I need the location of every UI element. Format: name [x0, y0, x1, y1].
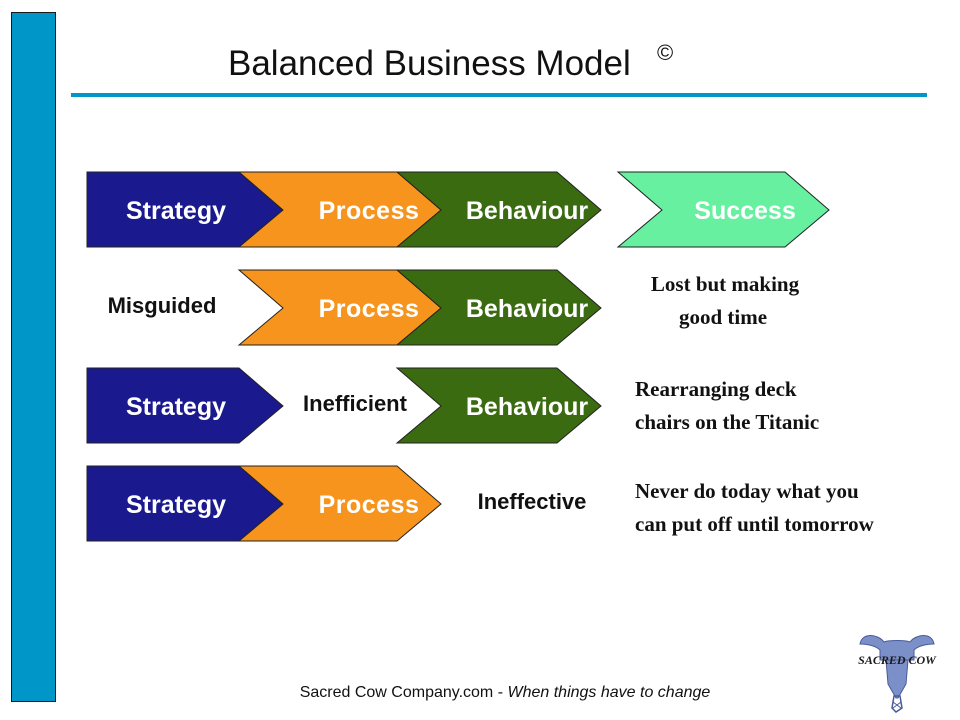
row-ineffective: Strategy Process Ineffective Never do to…: [86, 465, 875, 542]
outcome-line-2: can put off until tomorrow: [635, 512, 875, 536]
process-label: Process: [319, 295, 420, 323]
behaviour-chevron: [395, 367, 602, 444]
row-inefficient: Strategy Inefficient Behaviour Rearrangi…: [86, 367, 819, 444]
success-label: Success: [694, 197, 795, 225]
misguided-label: Misguided: [108, 293, 217, 318]
sacred-cow-logo: SACRED COW: [858, 635, 937, 713]
behaviour-label: Behaviour: [466, 197, 589, 225]
behaviour-label: Behaviour: [466, 393, 589, 421]
process-chevron: [237, 465, 442, 542]
outcome-line-1: Rearranging deck: [635, 377, 797, 401]
page-title: Balanced Business Model: [228, 44, 631, 83]
behaviour-label: Behaviour: [466, 295, 589, 323]
footer-tagline: When things have to change: [507, 684, 711, 701]
outcome-line-1: Lost but making: [651, 272, 800, 296]
footer-company: Sacred Cow Company.com -: [299, 684, 508, 701]
behaviour-chevron: [395, 269, 602, 346]
strategy-label: Strategy: [126, 393, 226, 421]
footer: Sacred Cow Company.com - When things hav…: [0, 684, 960, 702]
process-label: Process: [319, 197, 420, 225]
title-underline: [71, 93, 927, 97]
outcome-line-1: Never do today what you: [635, 479, 859, 503]
inefficient-label: Inefficient: [303, 391, 408, 416]
row-balanced: Strategy Process Behaviour Success: [86, 171, 830, 248]
strategy-label: Strategy: [126, 491, 226, 519]
ineffective-label: Ineffective: [478, 489, 587, 514]
process-label: Process: [319, 491, 420, 519]
strategy-label: Strategy: [126, 197, 226, 225]
row-misguided: Misguided Process Behaviour Lost but mak…: [108, 269, 800, 346]
outcome-line-2: chairs on the Titanic: [635, 410, 819, 434]
logo-text: SACRED COW: [858, 653, 937, 667]
cow-head-icon: [859, 635, 935, 713]
strategy-chevron: [86, 367, 284, 444]
behaviour-chevron: [395, 171, 602, 248]
success-chevron: [616, 171, 830, 248]
left-accent-bar: [11, 12, 56, 702]
outcome-line-2: good time: [679, 305, 767, 329]
copyright-symbol: ©: [657, 40, 674, 65]
